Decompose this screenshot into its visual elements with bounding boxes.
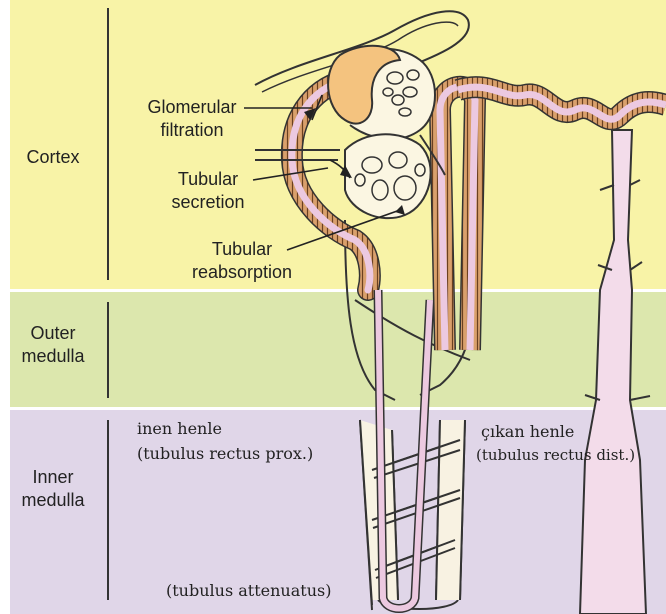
label-tubular-reabsorption: Tubular reabsorption xyxy=(180,238,304,284)
note-descending-name: inen henle xyxy=(137,417,222,440)
note-ascending-latin: (tubulus rectus dist.) xyxy=(476,444,635,467)
label-tubular-secretion: Tubular secretion xyxy=(160,168,256,214)
note-thin-segment: (tubulus attenuatus) xyxy=(166,579,331,602)
zone-label-cortex: Cortex xyxy=(18,146,88,169)
note-descending-latin: (tubulus rectus prox.) xyxy=(137,442,313,465)
zone-label-inner-medulla: Inner medulla xyxy=(14,466,92,512)
label-glomerular-filtration: Glomerular filtration xyxy=(136,96,248,142)
zone-label-outer-medulla: Outer medulla xyxy=(14,322,92,368)
note-ascending-name: çıkan henle xyxy=(481,420,574,443)
